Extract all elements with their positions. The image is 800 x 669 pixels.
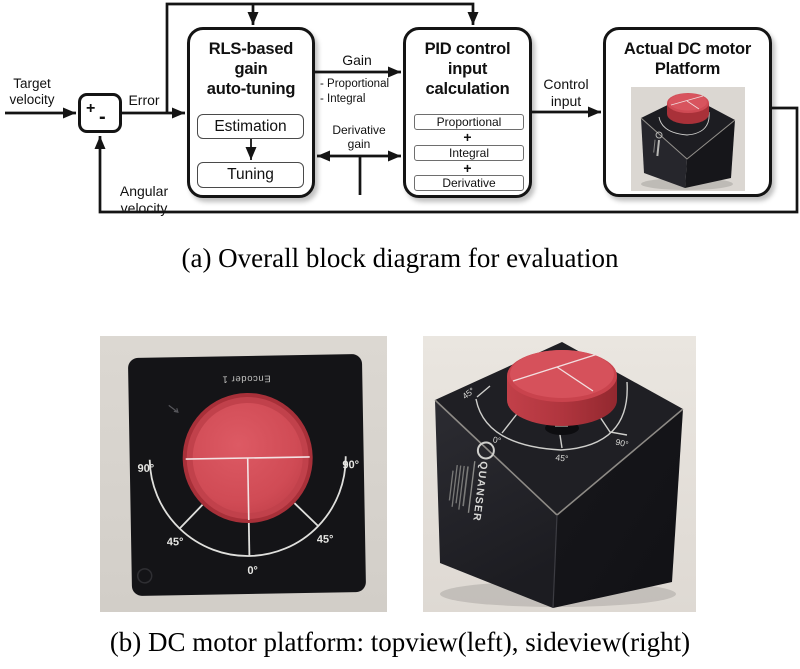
angular-velocity-label: Angular velocity [119, 183, 169, 216]
encoder-1-label: Encoder 1 [222, 373, 271, 385]
pid-block: PID control input calculation Proportion… [403, 27, 532, 198]
integral-box: Integral [414, 145, 524, 161]
dial-left-45: 45° [167, 536, 184, 548]
control-input-label: Control input [543, 76, 589, 109]
rls-block: RLS-based gain auto-tuning Estimation Tu… [187, 27, 315, 198]
knob-cross-lines [185, 456, 310, 521]
rls-title-line1: RLS-based [208, 40, 294, 58]
cube-right-face [553, 409, 683, 608]
motor-cube: 45° 0° 45° 90° QUANSER [434, 342, 684, 609]
pid-title-line1: PID control [424, 40, 511, 58]
photo-side-view: 45° 0° 45° 90° QUANSER [423, 336, 696, 612]
pid-title-line3: calculation [425, 80, 510, 98]
plate-screw [136, 568, 153, 584]
side-dial-labels: 45° 0° 45° 90° [460, 385, 629, 463]
dial-right-90: 90° [342, 459, 359, 471]
plate-scratch [168, 404, 179, 414]
caption-a: (a) Overall block diagram for evaluation [181, 243, 619, 273]
cube-left-face [435, 400, 557, 608]
proportional-box: Proportional [414, 114, 524, 130]
cube-front-edge [552, 514, 558, 609]
derivative-box: Derivative [414, 175, 524, 191]
dial-arc-lines [148, 456, 347, 557]
rls-title-line2: gain [234, 60, 268, 78]
pid-plus-1: + [463, 129, 472, 145]
dial-angle-labels: 90° 90° 45° 45° 0° [137, 459, 359, 577]
encoder-plate: Encoder 1 90° 90° 45° 45° 0° [128, 354, 366, 596]
motor-title-line2: Platform [654, 60, 721, 78]
target-velocity-label: Target velocity [9, 76, 55, 107]
tuning-box: Tuning [197, 162, 304, 188]
motor-title: Actual DC motor Platform [606, 39, 769, 79]
error-label: Error [128, 92, 160, 108]
pid-plus-2: + [463, 160, 472, 176]
rls-title-line3: auto-tuning [206, 80, 296, 98]
dial-left-90: 90° [137, 463, 154, 475]
motor-thumbnail-photo [631, 87, 745, 191]
side-dial-lower-45: 45° [555, 452, 569, 463]
rls-title: RLS-based gain auto-tuning [190, 39, 312, 99]
motor-title-line1: Actual DC motor [623, 40, 752, 58]
side-dial-right-90: 90° [615, 437, 630, 450]
pid-title-line2: input [447, 60, 488, 78]
dial-zero: 0° [247, 565, 258, 577]
side-dial-zero: 0° [492, 434, 502, 445]
motor-platform-block: Actual DC motor Platform [603, 27, 772, 197]
quanser-q-icon [476, 441, 495, 460]
sum-minus-sign: - [99, 106, 106, 128]
side-knob [507, 350, 617, 435]
caption-b: (b) DC motor platform: topview(left), si… [109, 627, 691, 657]
estimation-box: Estimation [197, 114, 304, 139]
photo-top-view: Encoder 1 90° 90° 45° 45° 0° [100, 336, 387, 612]
summing-junction: + - [78, 93, 122, 133]
derivative-gain-label: Derivative gain [332, 123, 386, 151]
gain-items-label: - Proportional - Integral [320, 78, 390, 105]
pid-title: PID control input calculation [406, 39, 529, 99]
quanser-fine-print [448, 465, 469, 510]
dial-right-45: 45° [317, 534, 334, 546]
sum-plus-sign: + [86, 100, 96, 117]
gain-label: Gain [342, 52, 372, 68]
